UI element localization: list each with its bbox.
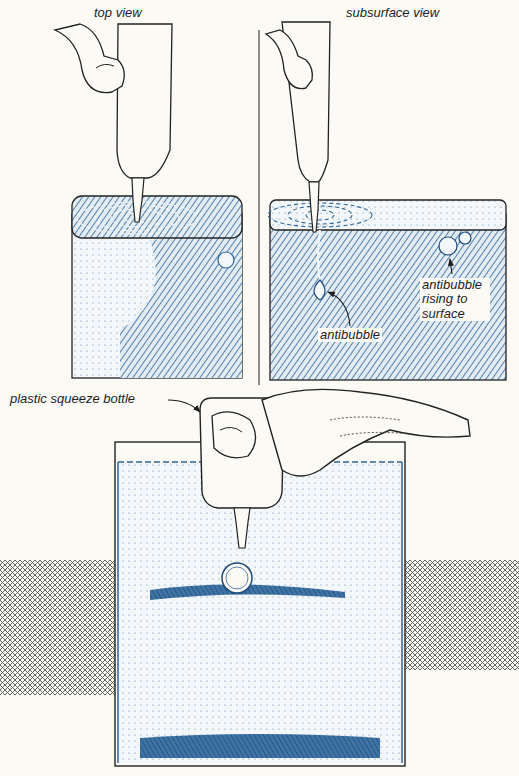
background-band	[0, 560, 115, 695]
hand	[55, 24, 124, 93]
leader-line	[450, 259, 452, 274]
water-shading	[140, 734, 380, 758]
label: antibubble	[318, 328, 382, 342]
water-edge	[117, 462, 119, 763]
water-shading	[120, 232, 242, 378]
squeeze-bottle	[117, 24, 172, 178]
antibubble	[314, 280, 325, 300]
panel-divider	[259, 30, 260, 385]
antibubble-inner	[226, 567, 248, 589]
bottle-nozzle	[309, 182, 319, 232]
label: plastic squeeze bottle	[8, 392, 137, 406]
antibubble	[459, 232, 471, 244]
surface-spirals	[268, 203, 372, 227]
water-surface	[270, 200, 506, 230]
bottle-nozzle	[132, 178, 144, 222]
antibubble	[218, 252, 234, 268]
antibubble	[439, 237, 457, 255]
thumbnail	[220, 427, 242, 432]
thumbnail	[96, 64, 114, 68]
thumb	[212, 412, 256, 458]
side-view	[0, 389, 519, 766]
water-jet	[318, 230, 320, 280]
leader-line	[328, 292, 350, 326]
background-band	[405, 560, 519, 670]
leader-line	[168, 400, 200, 412]
bottle-nozzle	[234, 508, 250, 548]
container-body	[270, 214, 506, 380]
subsurface-view-panel	[266, 22, 506, 380]
top-view-panel	[55, 24, 242, 378]
label: subsurface view	[346, 6, 439, 20]
label: antibubble rising to surface	[420, 278, 490, 321]
hand	[266, 30, 312, 89]
hand	[262, 389, 470, 476]
label: top view	[94, 6, 142, 20]
hand-shading	[330, 417, 410, 436]
water-edge	[401, 462, 403, 763]
antibubble	[222, 563, 252, 593]
water-surface	[72, 196, 242, 238]
